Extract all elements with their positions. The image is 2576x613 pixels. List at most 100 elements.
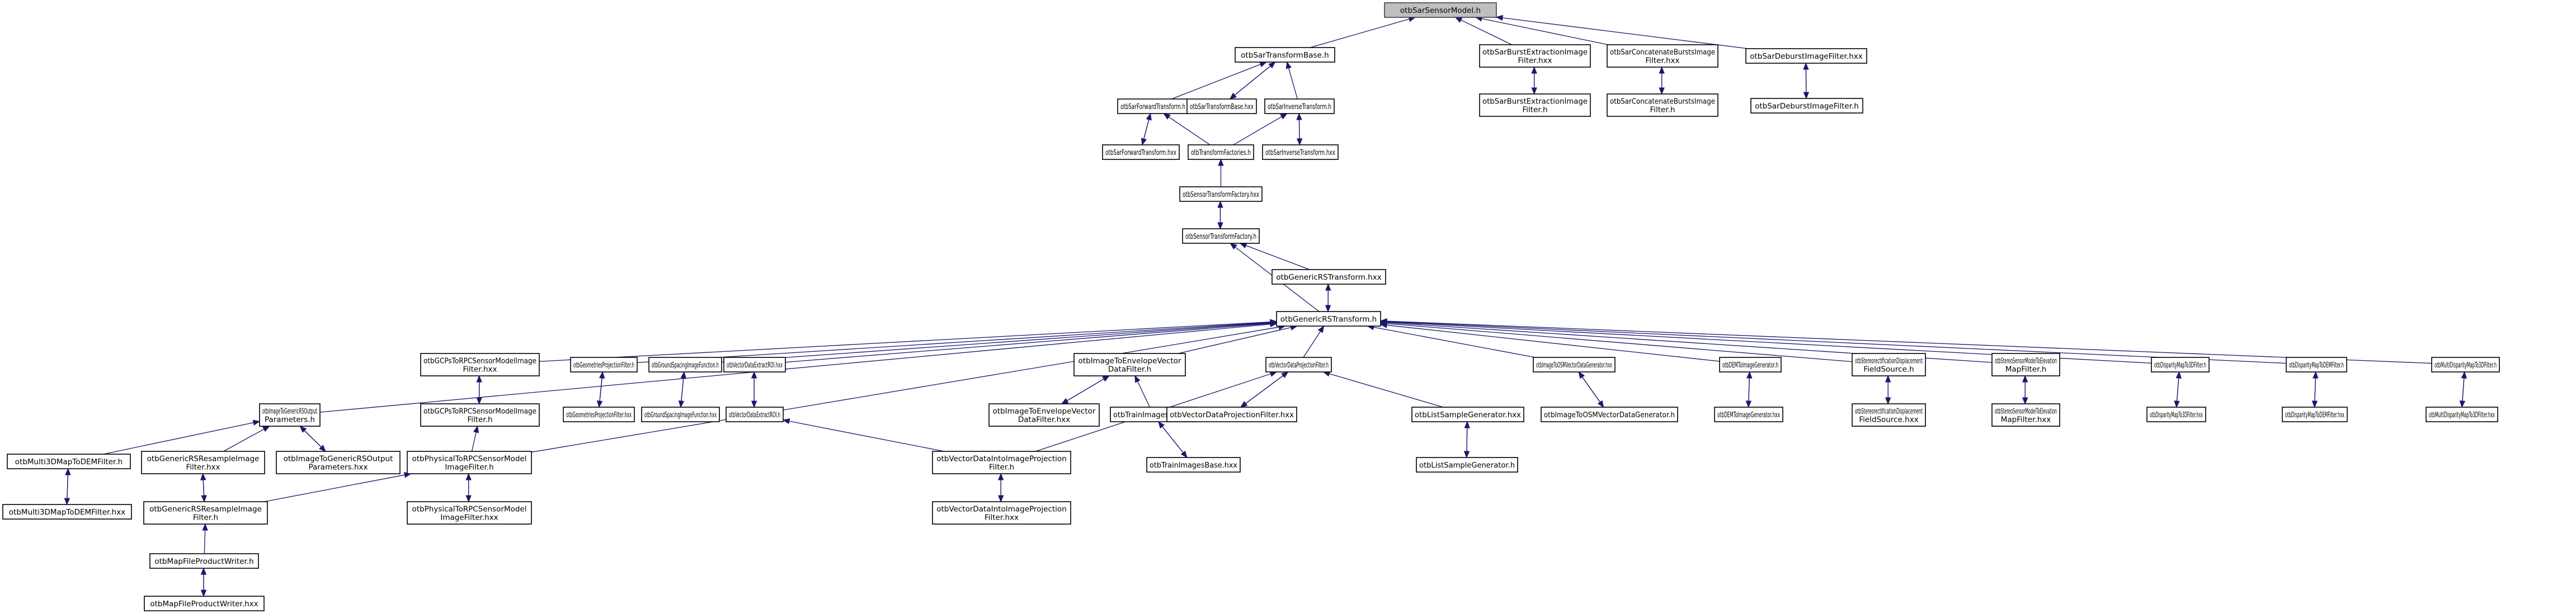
node-label: otbStereorectificationDisplacement <box>1855 407 1923 416</box>
node-label: otbGeometriesProjectionFilter.h <box>573 361 634 370</box>
graph-node[interactable]: otbDEMToImageGenerator.hxx <box>1714 407 1783 422</box>
arrowhead-icon <box>262 426 270 432</box>
node-label: otbGenericRSTransform.h <box>1280 315 1377 324</box>
graph-node[interactable]: otbGeometriesProjectionFilter.hxx <box>563 407 635 422</box>
graph-node[interactable]: otbMapFileProductWriter.h <box>149 553 259 569</box>
node-label: otbSarInverseTransform.h <box>1268 102 1331 111</box>
dependency-edge <box>721 322 1271 363</box>
arrowhead-icon <box>465 495 472 503</box>
graph-node[interactable]: otbGroundSpacingImageFunction.h <box>648 357 722 372</box>
graph-node[interactable]: otbSarInverseTransform.hxx <box>1262 144 1339 160</box>
graph-node[interactable]: otbStereorectificationDisplacementFieldS… <box>1852 403 1926 427</box>
node-label: otbSensorTransformFactory.h <box>1185 232 1256 241</box>
graph-node[interactable]: otbGroundSpacingImageFunction.hxx <box>641 407 720 422</box>
graph-node[interactable]: otbMultiDisparityMapTo3DFilter.hxx <box>2426 407 2498 422</box>
node-label: otbGenericRSResampleImage <box>149 505 262 514</box>
graph-node[interactable]: otbVectorDataExtractROI.hxx <box>723 357 786 372</box>
arrowhead-icon <box>1280 113 1288 120</box>
graph-node[interactable]: otbSarDeburstImageFilter.h <box>1750 98 1863 114</box>
graph-node[interactable]: otbVectorDataExtractROI.h <box>726 407 784 422</box>
node-label: otbSensorTransformFactory.hxx <box>1183 190 1259 199</box>
graph-node[interactable]: otbDisparityMapToDEMFilter.h <box>2286 357 2347 372</box>
node-box <box>1188 144 1254 160</box>
graph-node[interactable]: otbGenericRSTransform.h <box>1276 311 1381 327</box>
graph-node[interactable]: otbVectorDataIntoImageProjectionFilter.h… <box>932 501 1071 525</box>
node-box <box>144 596 265 611</box>
graph-node[interactable]: otbListSampleGenerator.h <box>1416 457 1518 473</box>
graph-node[interactable]: otbImageToOSMVectorDataGenerator.hxx <box>1533 357 1616 372</box>
graph-node[interactable]: otbMulti3DMapToDEMFilter.h <box>7 454 131 469</box>
graph-node[interactable]: otbPhysicalToRPCSensorModelImageFilter.h… <box>407 501 532 525</box>
graph-node[interactable]: otbSarForwardTransform.hxx <box>1102 144 1180 160</box>
node-label: otbGroundSpacingImageFunction.hxx <box>644 411 717 419</box>
node-label: otbTrainImagesBase.hxx <box>1150 461 1237 470</box>
node-label: otbDisparityMapTo3DFilter.hxx <box>2150 411 2203 419</box>
arrowhead-icon <box>1495 15 1504 21</box>
arrowhead-icon <box>201 495 207 503</box>
dependency-edge <box>1461 20 1513 45</box>
dependency-edge <box>1386 320 2432 364</box>
graph-node[interactable]: otbVectorDataProjectionFilter.h <box>1265 357 1332 372</box>
node-label: otbVectorDataProjectionFilter.hxx <box>1170 411 1294 419</box>
graph-node[interactable]: otbTrainImagesBase.hxx <box>1146 457 1241 473</box>
graph-node[interactable]: otbMultiDisparityMapTo3DFilter.h <box>2431 357 2500 372</box>
graph-node[interactable]: otbSarTransformBase.h <box>1235 47 1335 63</box>
node-label: otbPhysicalToRPCSensorModel <box>412 455 526 464</box>
arrowhead-icon <box>678 400 685 408</box>
graph-node[interactable]: otbStereoSensorModelToElevationMapFilter… <box>1991 403 2060 427</box>
graph-node[interactable]: otbSarTransformBase.hxx <box>1186 98 1257 114</box>
node-label: otbListSampleGenerator.h <box>1419 461 1515 470</box>
arrowhead-icon <box>1061 398 1069 404</box>
node-box <box>1235 47 1335 63</box>
graph-node[interactable]: otbDisparityMapTo3DFilter.hxx <box>2146 407 2206 422</box>
arrowhead-icon <box>1531 87 1537 95</box>
graph-node[interactable]: otbSarDeburstImageFilter.hxx <box>1745 48 1867 64</box>
dependency-edge <box>1386 321 2287 364</box>
graph-node[interactable]: otbDEMToImageGenerator.h <box>1719 357 1782 372</box>
root-node[interactable]: otbSarSensorModel.h <box>1384 2 1497 18</box>
graph-node[interactable]: otbMapFileProductWriter.hxx <box>144 596 265 611</box>
graph-node[interactable]: otbSarForwardTransform.h <box>1117 98 1189 114</box>
graph-node[interactable]: otbSensorTransformFactory.h <box>1182 228 1260 244</box>
graph-node[interactable]: otbStereoSensorModelToElevationMapFilter… <box>1991 353 2060 376</box>
graph-node[interactable]: otbTransformFactories.h <box>1188 144 1254 160</box>
node-label: otbSarDeburstImageFilter.hxx <box>1750 52 1863 61</box>
node-box <box>1607 93 1718 117</box>
node-label: Filter.hxx <box>463 365 497 374</box>
graph-node[interactable]: otbSensorTransformFactory.hxx <box>1179 186 1263 202</box>
graph-node[interactable]: otbGenericRSTransform.hxx <box>1271 269 1386 285</box>
node-box <box>1179 186 1263 202</box>
graph-node[interactable]: otbDisparityMapToDEMFilter.hxx <box>2282 407 2348 422</box>
graph-node[interactable]: otbSarInverseTransform.h <box>1264 98 1335 114</box>
arrowhead-icon <box>1597 400 1604 408</box>
node-label: Filter.hxx <box>1645 56 1679 65</box>
dependency-edge <box>1310 18 1410 48</box>
graph-node[interactable]: otbVectorDataProjectionFilter.hxx <box>1166 407 1297 422</box>
node-box <box>1411 407 1524 422</box>
graph-node[interactable]: otbImageToOSMVectorDataGenerator.h <box>1541 407 1678 422</box>
graph-node[interactable]: otbGeometriesProjectionFilter.h <box>570 357 638 372</box>
node-label: ImageFilter.h <box>445 463 493 472</box>
node-label: Filter.h <box>1522 106 1547 115</box>
graph-node[interactable]: otbStereorectificationDisplacementFieldS… <box>1852 353 1926 376</box>
dependency-edge <box>2314 371 2316 402</box>
node-label: otbGCPsToRPCSensorModelImage <box>423 407 536 416</box>
graph-node[interactable]: otbDisparityMapTo3DFilter.h <box>2151 357 2210 372</box>
graph-node[interactable]: otbListSampleGenerator.hxx <box>1411 407 1524 422</box>
node-label: MapFilter.hxx <box>2001 416 2051 425</box>
graph-node[interactable]: otbMulti3DMapToDEMFilter.hxx <box>2 504 132 520</box>
